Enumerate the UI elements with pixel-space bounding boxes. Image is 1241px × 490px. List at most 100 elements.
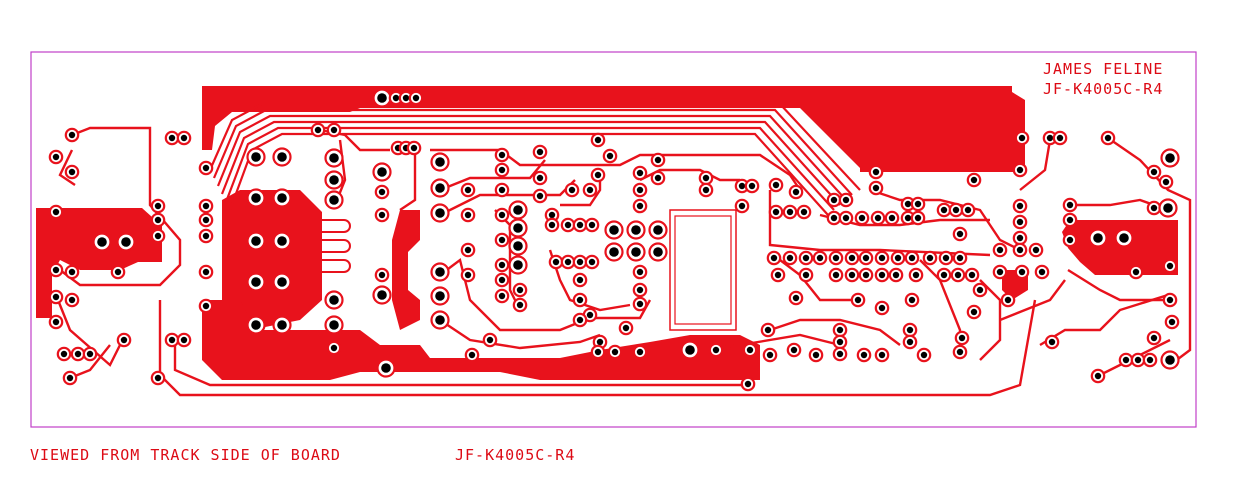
- drill-hole: [314, 126, 322, 134]
- drill-hole: [996, 246, 1004, 254]
- drill-hole: [836, 350, 844, 358]
- drill-hole: [1165, 153, 1175, 163]
- drill-hole: [536, 192, 544, 200]
- drill-hole: [202, 216, 210, 224]
- drill-hole: [168, 134, 176, 142]
- drill-hole: [872, 184, 880, 192]
- drill-hole: [516, 301, 524, 309]
- drill-hole: [52, 208, 60, 216]
- drill-hole: [435, 315, 445, 325]
- drill-hole: [956, 348, 964, 356]
- drill-hole: [1018, 134, 1026, 142]
- drill-hole: [568, 186, 576, 194]
- drill-hole: [906, 338, 914, 346]
- drill-hole: [702, 174, 710, 182]
- drill-hole: [576, 221, 584, 229]
- drill-hole: [892, 271, 900, 279]
- drill-hole: [74, 350, 82, 358]
- drill-hole: [498, 236, 506, 244]
- drill-hole: [1150, 334, 1158, 342]
- drill-hole: [836, 338, 844, 346]
- drill-hole: [513, 260, 523, 270]
- drill-hole: [121, 237, 131, 247]
- drill-hole: [914, 200, 922, 208]
- drill-hole: [1016, 166, 1024, 174]
- drill-hole: [594, 348, 602, 356]
- drill-hole: [576, 258, 584, 266]
- drill-hole: [435, 267, 445, 277]
- drill-hole: [1119, 233, 1129, 243]
- drill-hole: [202, 164, 210, 172]
- drill-hole: [97, 237, 107, 247]
- drill-hole: [586, 186, 594, 194]
- drill-hole: [576, 276, 584, 284]
- right-pour: [1062, 220, 1178, 275]
- drill-hole: [654, 156, 662, 164]
- drill-hole: [277, 193, 287, 203]
- drill-hole: [1066, 216, 1074, 224]
- drill-hole: [576, 316, 584, 324]
- drill-hole: [860, 351, 868, 359]
- drill-hole: [277, 320, 287, 330]
- drill-hole: [464, 246, 472, 254]
- drill-hole: [888, 214, 896, 222]
- drill-hole: [66, 374, 74, 382]
- drill-hole: [202, 302, 210, 310]
- drill-hole: [848, 271, 856, 279]
- drill-hole: [1166, 262, 1174, 270]
- drill-hole: [772, 181, 780, 189]
- drill-hole: [60, 350, 68, 358]
- drill-hole: [636, 286, 644, 294]
- drill-hole: [52, 318, 60, 326]
- copper-layer: [36, 86, 1192, 397]
- drill-hole: [412, 94, 420, 102]
- drill-hole: [329, 320, 339, 330]
- drill-hole: [609, 225, 619, 235]
- drill-hole: [606, 152, 614, 160]
- drill-hole: [926, 254, 934, 262]
- drill-hole: [154, 202, 162, 210]
- drill-hole: [330, 344, 338, 352]
- drill-hole: [802, 254, 810, 262]
- drill-hole: [774, 271, 782, 279]
- drill-hole: [970, 176, 978, 184]
- drill-hole: [513, 223, 523, 233]
- drill-hole: [202, 202, 210, 210]
- drill-hole: [392, 94, 400, 102]
- drill-hole: [330, 126, 338, 134]
- drill-hole: [636, 348, 644, 356]
- drill-hole: [786, 208, 794, 216]
- drill-hole: [862, 271, 870, 279]
- drill-hole: [800, 208, 808, 216]
- drill-hole: [878, 304, 886, 312]
- drill-hole: [904, 214, 912, 222]
- drill-hole: [792, 294, 800, 302]
- drill-hole: [180, 134, 188, 142]
- drill-hole: [329, 195, 339, 205]
- drill-hole: [1016, 234, 1024, 242]
- drill-hole: [329, 175, 339, 185]
- drill-hole: [251, 193, 261, 203]
- drill-hole: [914, 214, 922, 222]
- drill-hole: [1048, 338, 1056, 346]
- drill-hole: [1146, 356, 1154, 364]
- drill-hole: [464, 271, 472, 279]
- drill-hole: [154, 232, 162, 240]
- drill-hole: [498, 186, 506, 194]
- drill-hole: [952, 206, 960, 214]
- view-note-label: VIEWED FROM TRACK SIDE OF BOARD: [30, 446, 341, 464]
- drill-hole: [622, 324, 630, 332]
- drill-hole: [609, 247, 619, 257]
- drill-hole: [377, 290, 387, 300]
- drill-hole: [251, 277, 261, 287]
- drill-hole: [120, 336, 128, 344]
- drill-hole: [842, 214, 850, 222]
- drill-hole: [594, 136, 602, 144]
- resistor-pads: [311, 219, 351, 273]
- drill-hole: [631, 225, 641, 235]
- drill-hole: [940, 206, 948, 214]
- drill-hole: [894, 254, 902, 262]
- drill-hole: [976, 286, 984, 294]
- drill-hole: [1094, 372, 1102, 380]
- mid-left-pour: [222, 190, 322, 345]
